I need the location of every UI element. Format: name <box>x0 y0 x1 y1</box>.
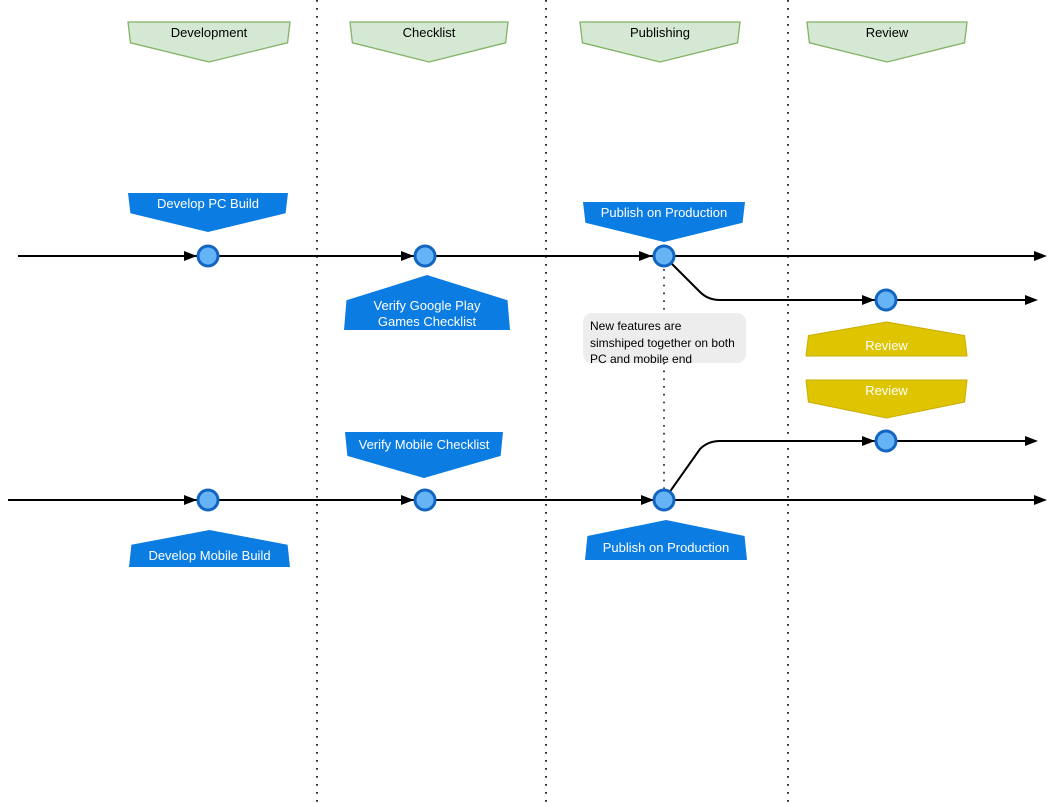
banner-shape <box>344 275 510 330</box>
milestone-node-verify-mobile <box>413 488 437 512</box>
arrowhead <box>639 251 652 261</box>
arrowhead <box>1034 495 1047 505</box>
milestone-node-develop-pc <box>196 244 220 268</box>
banner-shape <box>583 202 745 242</box>
banner-shape <box>806 380 967 418</box>
phase-header-development: Development <box>128 22 290 62</box>
phase-header-publishing: Publishing <box>580 22 740 62</box>
milestone-banner-review-pc: Review <box>806 322 967 356</box>
banner-shape <box>345 432 503 478</box>
milestone-banner-publish-mobile: Publish on Production <box>585 520 747 560</box>
milestone-node-publish-pc <box>652 244 676 268</box>
milestone-banner-develop-pc: Develop PC Build <box>128 193 288 232</box>
milestone-banner-verify-google-play: Verify Google Play Games Checklist <box>344 275 510 330</box>
milestone-node-publish-mobile <box>652 488 676 512</box>
milestone-node-review-mobile <box>874 429 898 453</box>
milestone-banner-develop-mobile: Develop Mobile Build <box>129 530 290 567</box>
arrowhead <box>401 495 414 505</box>
milestone-banner-review-mobile: Review <box>806 380 967 418</box>
banner-shape <box>129 530 290 567</box>
banner-shape <box>350 22 508 62</box>
arrowhead <box>401 251 414 261</box>
banner-shape <box>580 22 740 62</box>
arrowhead <box>862 295 875 305</box>
arrowhead <box>184 251 197 261</box>
branch-pc-review <box>663 255 1027 301</box>
arrowhead <box>184 495 197 505</box>
arrowhead <box>1025 295 1038 305</box>
banner-shape <box>128 193 288 232</box>
banner-shape <box>807 22 967 62</box>
phase-header-review: Review <box>807 22 967 62</box>
banner-shape <box>806 322 967 356</box>
arrowhead <box>641 495 654 505</box>
branch-mobile-review <box>663 440 1027 501</box>
banner-shape <box>585 520 747 560</box>
milestone-node-develop-mobile <box>196 488 220 512</box>
milestone-node-verify-pc <box>413 244 437 268</box>
banner-shape <box>128 22 290 62</box>
milestone-banner-publish-pc: Publish on Production <box>583 202 745 242</box>
arrowhead <box>1025 436 1038 446</box>
arrowhead <box>1034 251 1047 261</box>
note-simship: New features are simshiped together on b… <box>583 313 746 366</box>
milestone-banner-verify-mobile: Verify Mobile Checklist <box>345 432 503 478</box>
arrowhead <box>862 436 875 446</box>
phase-header-checklist: Checklist <box>350 22 508 62</box>
milestone-node-review-pc <box>874 288 898 312</box>
